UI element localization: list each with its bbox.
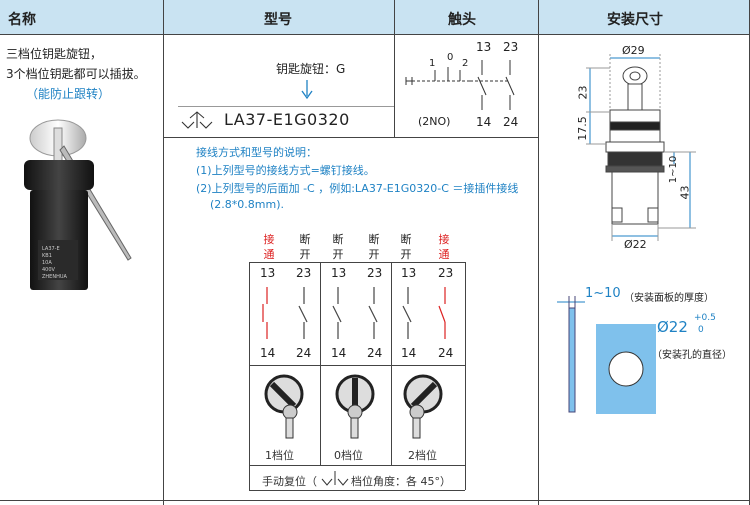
- divider: [538, 0, 539, 505]
- contact-terminal: 14: [476, 115, 492, 129]
- header-name: 名称: [8, 12, 36, 28]
- state-terminal: 24: [367, 346, 383, 360]
- hole-note: （安装孔的直径）: [652, 350, 732, 361]
- panel-drawing: [557, 296, 656, 414]
- knob-position-0-icon: [335, 374, 375, 439]
- state-header: 接通: [263, 233, 275, 261]
- state-terminal: 13: [260, 266, 276, 280]
- notes-line3: (2.8*0.8mm).: [210, 198, 284, 211]
- rotary-symbol-icon: [321, 471, 349, 486]
- state-header: 断开: [400, 233, 412, 261]
- contact-type: (2NO): [418, 115, 451, 128]
- state-terminal: 14: [401, 346, 417, 360]
- contact-terminal: 24: [503, 115, 519, 129]
- dim-bottom-diameter: Ø22: [624, 238, 647, 251]
- arrow-down-icon: [301, 80, 313, 100]
- divider: [178, 106, 394, 107]
- header-model: 型号: [264, 12, 292, 28]
- body-label: LA37-E: [42, 246, 60, 252]
- state-terminal: 14: [331, 346, 347, 360]
- position-2-label: 2档位: [408, 449, 437, 462]
- dim-h1: 23: [576, 85, 590, 100]
- divider: [394, 0, 395, 137]
- body-label: 400V: [42, 267, 56, 273]
- state-terminal: 23: [438, 266, 454, 280]
- state-terminal: 13: [331, 266, 347, 280]
- header-row: [0, 0, 750, 34]
- divider: [0, 34, 750, 35]
- body-label: 10A: [42, 260, 52, 266]
- state-header: 断开: [332, 233, 344, 261]
- knob-position-1-icon: [264, 374, 304, 439]
- footer-note-end: 档位角度：各 45°）: [351, 475, 451, 488]
- divider: [163, 0, 164, 505]
- dim-h4: 43: [678, 185, 692, 200]
- contact-terminal: 13: [476, 40, 492, 54]
- state-terminal: 23: [367, 266, 383, 280]
- state-terminal: 24: [296, 346, 312, 360]
- state-terminal: 14: [260, 346, 276, 360]
- hole-tol-plus: +0.5: [694, 313, 716, 323]
- state-terminal: 23: [296, 266, 312, 280]
- product-desc-line2: 3个档位钥匙都可以插拔。: [6, 67, 146, 81]
- product-photo: LA37-E KB1 10A 400V ZHENHUA: [24, 119, 132, 290]
- rotary-symbol-icon: [181, 111, 213, 129]
- product-desc-line3: （能防止跟转）: [26, 87, 111, 101]
- contact-terminal: 23: [503, 40, 519, 54]
- position-label: 1: [429, 58, 436, 69]
- notes-title: 接线方式和型号的说明：: [196, 146, 317, 159]
- hole-diameter: Ø22: [657, 318, 688, 336]
- state-header: 断开: [368, 233, 380, 261]
- state-terminal: 24: [438, 346, 454, 360]
- position-1-label: 1档位: [265, 449, 294, 462]
- dim-h3: 1~10: [668, 155, 680, 184]
- dim-top-diameter: Ø29: [622, 44, 645, 57]
- divider: [0, 500, 750, 501]
- position-label: 0: [447, 52, 454, 63]
- state-header: 断开: [299, 233, 311, 261]
- position-0-label: 0档位: [334, 449, 363, 462]
- notes-line1: (1)上列型号的接线方式=螺钉接线。: [196, 164, 375, 177]
- divider: [163, 137, 538, 138]
- dim-h2: 17.5: [575, 116, 589, 141]
- product-desc-line1: 三档位钥匙旋钮，: [6, 47, 103, 61]
- hole-tol-zero: 0: [698, 325, 704, 335]
- notes-line2: (2)上列型号的后面加 -C ，例如:LA37-E1G0320-C ＝接插件接线: [196, 182, 519, 195]
- state-header: 接通: [438, 233, 450, 261]
- header-install-size: 安装尺寸: [607, 12, 663, 28]
- knob-position-2-icon: [403, 374, 443, 439]
- body-label: KB1: [42, 253, 52, 259]
- body-label: ZHENHUA: [42, 274, 68, 280]
- panel-range: 1~10: [585, 286, 621, 301]
- state-terminal: 13: [401, 266, 417, 280]
- part-number: LA37-E1G0320: [224, 110, 350, 129]
- key-rotary-label: 钥匙旋钮：G: [276, 62, 346, 76]
- contact-states-drawing: [262, 287, 446, 339]
- panel-range-note: （安装面板的厚度）: [624, 293, 714, 304]
- contact-schematic: [405, 60, 515, 110]
- header-contact: 触头: [448, 12, 476, 28]
- footer-note: 手动复位（: [262, 475, 317, 488]
- dimension-drawing: [586, 54, 696, 241]
- position-label: 2: [462, 58, 469, 69]
